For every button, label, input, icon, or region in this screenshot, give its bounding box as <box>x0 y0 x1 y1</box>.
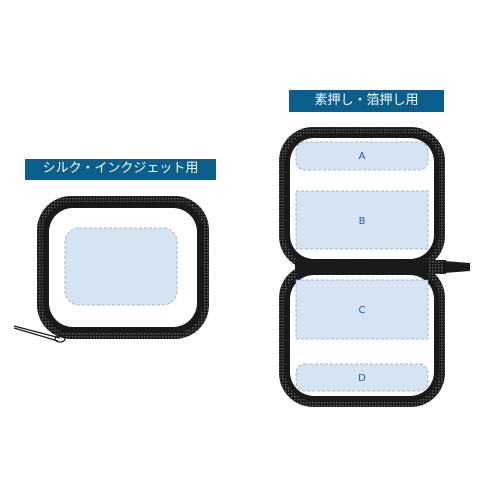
zone-b <box>295 190 429 250</box>
open-case: A B C D <box>279 127 470 407</box>
zone-b-label: B <box>359 216 366 227</box>
zipper-pull <box>13 325 66 343</box>
zone-a <box>295 141 429 171</box>
zone-c <box>295 279 429 340</box>
zipper-tab <box>428 260 470 274</box>
print-area <box>64 227 178 306</box>
zone-d <box>295 363 429 392</box>
closed-case <box>13 196 209 343</box>
embossing-foil-label: 素押し・箔押し用 <box>289 90 444 112</box>
hinge <box>295 260 430 274</box>
zone-d-label: D <box>358 373 366 384</box>
silk-inkjet-label: シルク・インクジェット用 <box>25 159 216 180</box>
zone-a-label: A <box>359 151 366 162</box>
zone-c-label: C <box>359 305 366 316</box>
